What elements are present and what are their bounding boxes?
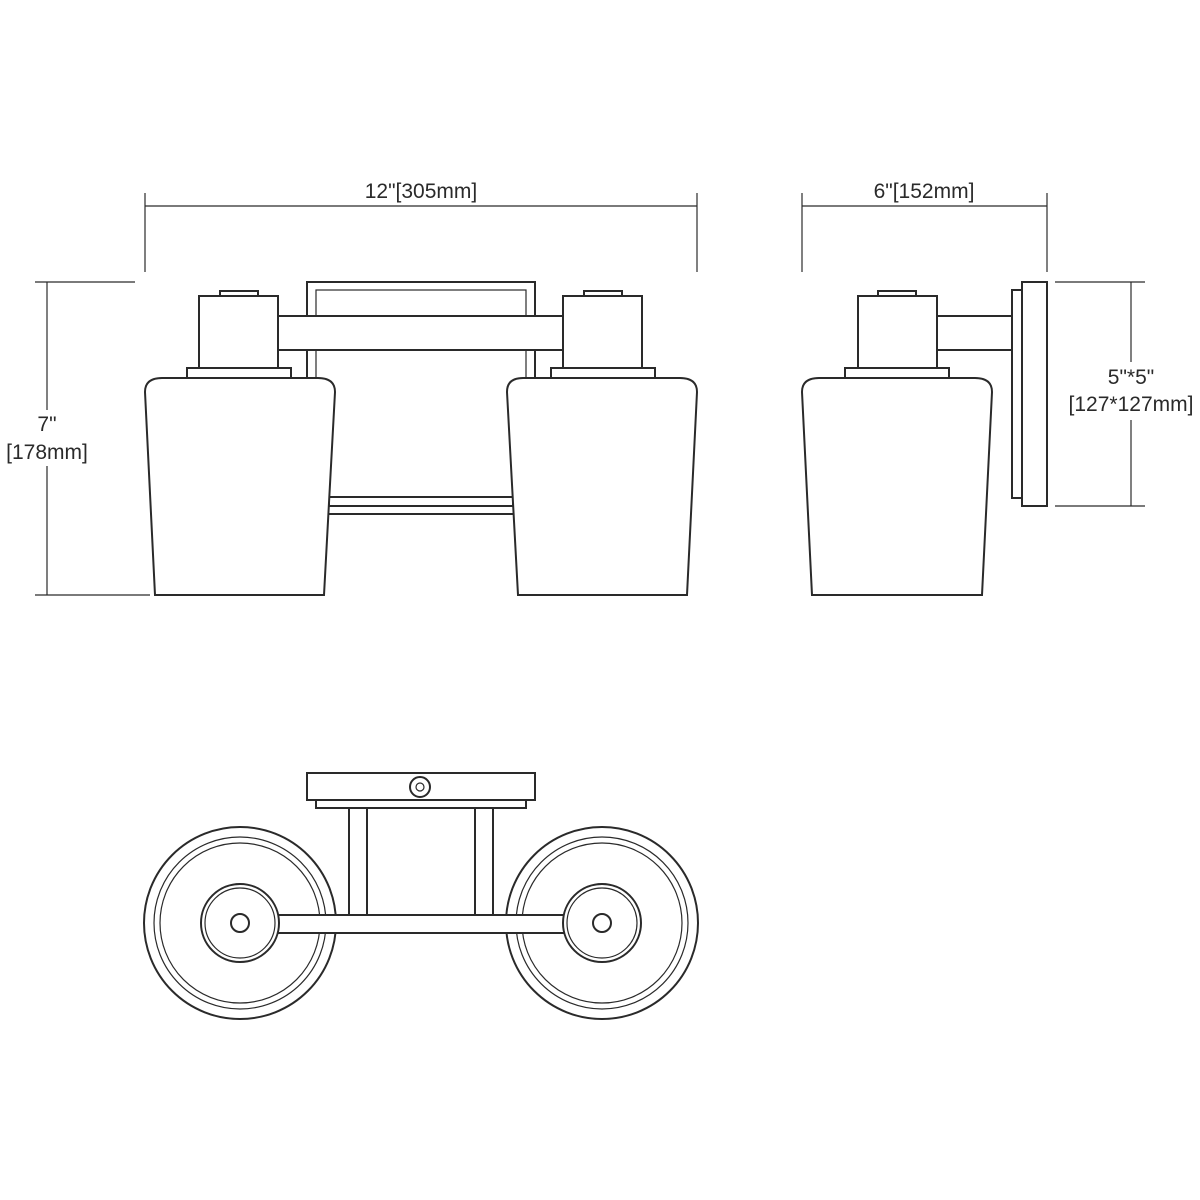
- front-view: 12"[305mm] 7" [178mm]: [6, 180, 699, 596]
- side-arm: [936, 315, 1013, 351]
- side-wallplate: [1011, 281, 1048, 507]
- backplate-dimension: 5"*5" [127*127mm]: [1055, 281, 1194, 507]
- top-socket-right: [562, 883, 642, 963]
- width-label: 12"[305mm]: [365, 180, 478, 203]
- front-lamp-left: [143, 290, 337, 596]
- height-inch-label: 7": [37, 413, 56, 436]
- side-lamp: [800, 290, 994, 596]
- depth-dimension: 6"[152mm]: [801, 180, 1048, 272]
- height-dimension: 7" [178mm]: [6, 281, 150, 596]
- top-arm: [277, 914, 565, 934]
- front-lamp-right: [505, 290, 699, 596]
- top-socket-left: [200, 883, 280, 963]
- top-mount-plate: [306, 772, 536, 809]
- top-support-right: [474, 807, 494, 917]
- width-dimension: 12"[305mm]: [144, 180, 698, 272]
- backplate-inch-label: 5"*5": [1108, 366, 1154, 389]
- backplate-mm-label: [127*127mm]: [1069, 393, 1194, 416]
- top-support-left: [348, 807, 368, 917]
- top-view: [143, 772, 699, 1020]
- height-mm-label: [178mm]: [6, 441, 88, 464]
- side-view: 6"[152mm] 5"*5" [127*127mm]: [800, 180, 1194, 596]
- front-arm: [277, 315, 565, 351]
- depth-label: 6"[152mm]: [874, 180, 975, 203]
